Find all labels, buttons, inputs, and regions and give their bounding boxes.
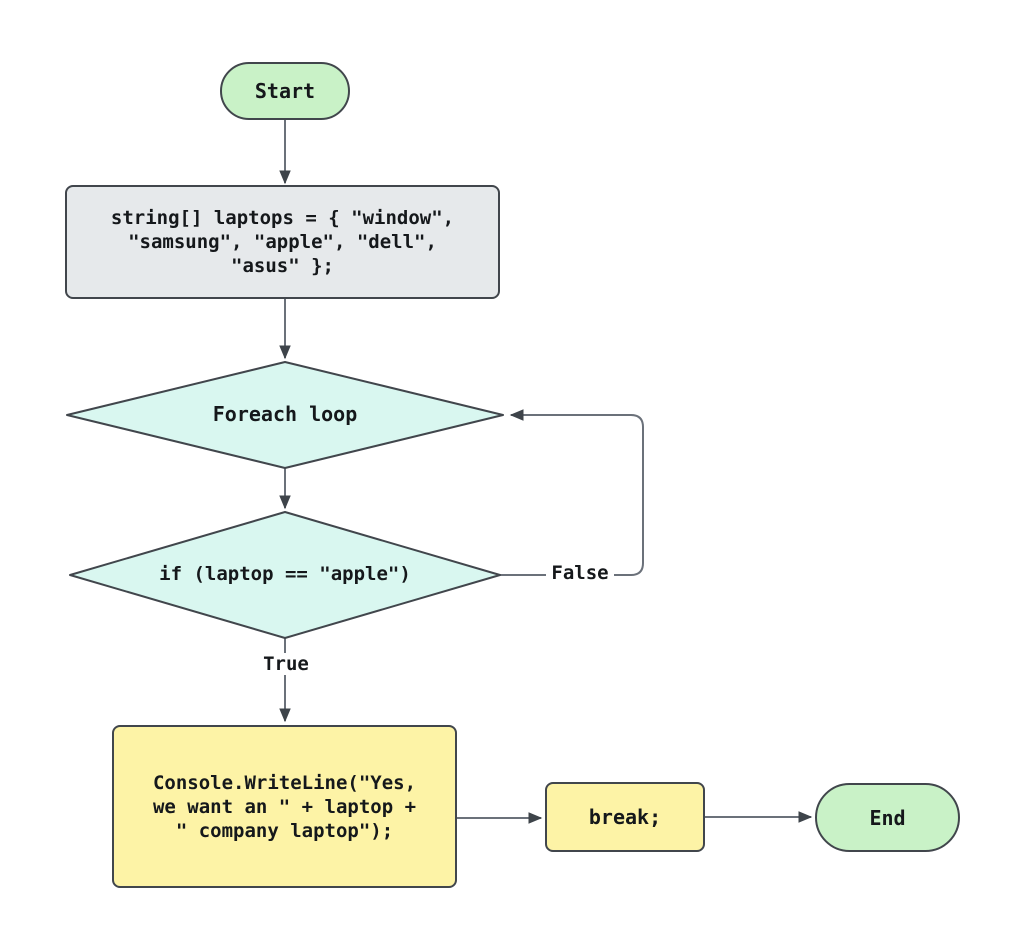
writeline-process-node: Console.WriteLine("Yes, we want an " + l… bbox=[112, 725, 457, 888]
break-process-node: break; bbox=[545, 782, 705, 852]
foreach-diamond-shape bbox=[66, 361, 504, 469]
foreach-loop-decision-label: Foreach loop bbox=[212, 402, 358, 426]
start-node: Start bbox=[220, 62, 350, 120]
true-branch-label: True bbox=[256, 653, 316, 675]
edge-if-false-loopback bbox=[500, 409, 644, 576]
false-branch-label: False bbox=[546, 562, 614, 584]
init-array-process-node: string[] laptops = { "window", "samsung"… bbox=[65, 185, 500, 299]
if-condition-decision-label: if (laptop == "apple") bbox=[159, 563, 411, 585]
if-condition-diamond-shape bbox=[69, 511, 501, 639]
end-node: End bbox=[815, 783, 960, 852]
